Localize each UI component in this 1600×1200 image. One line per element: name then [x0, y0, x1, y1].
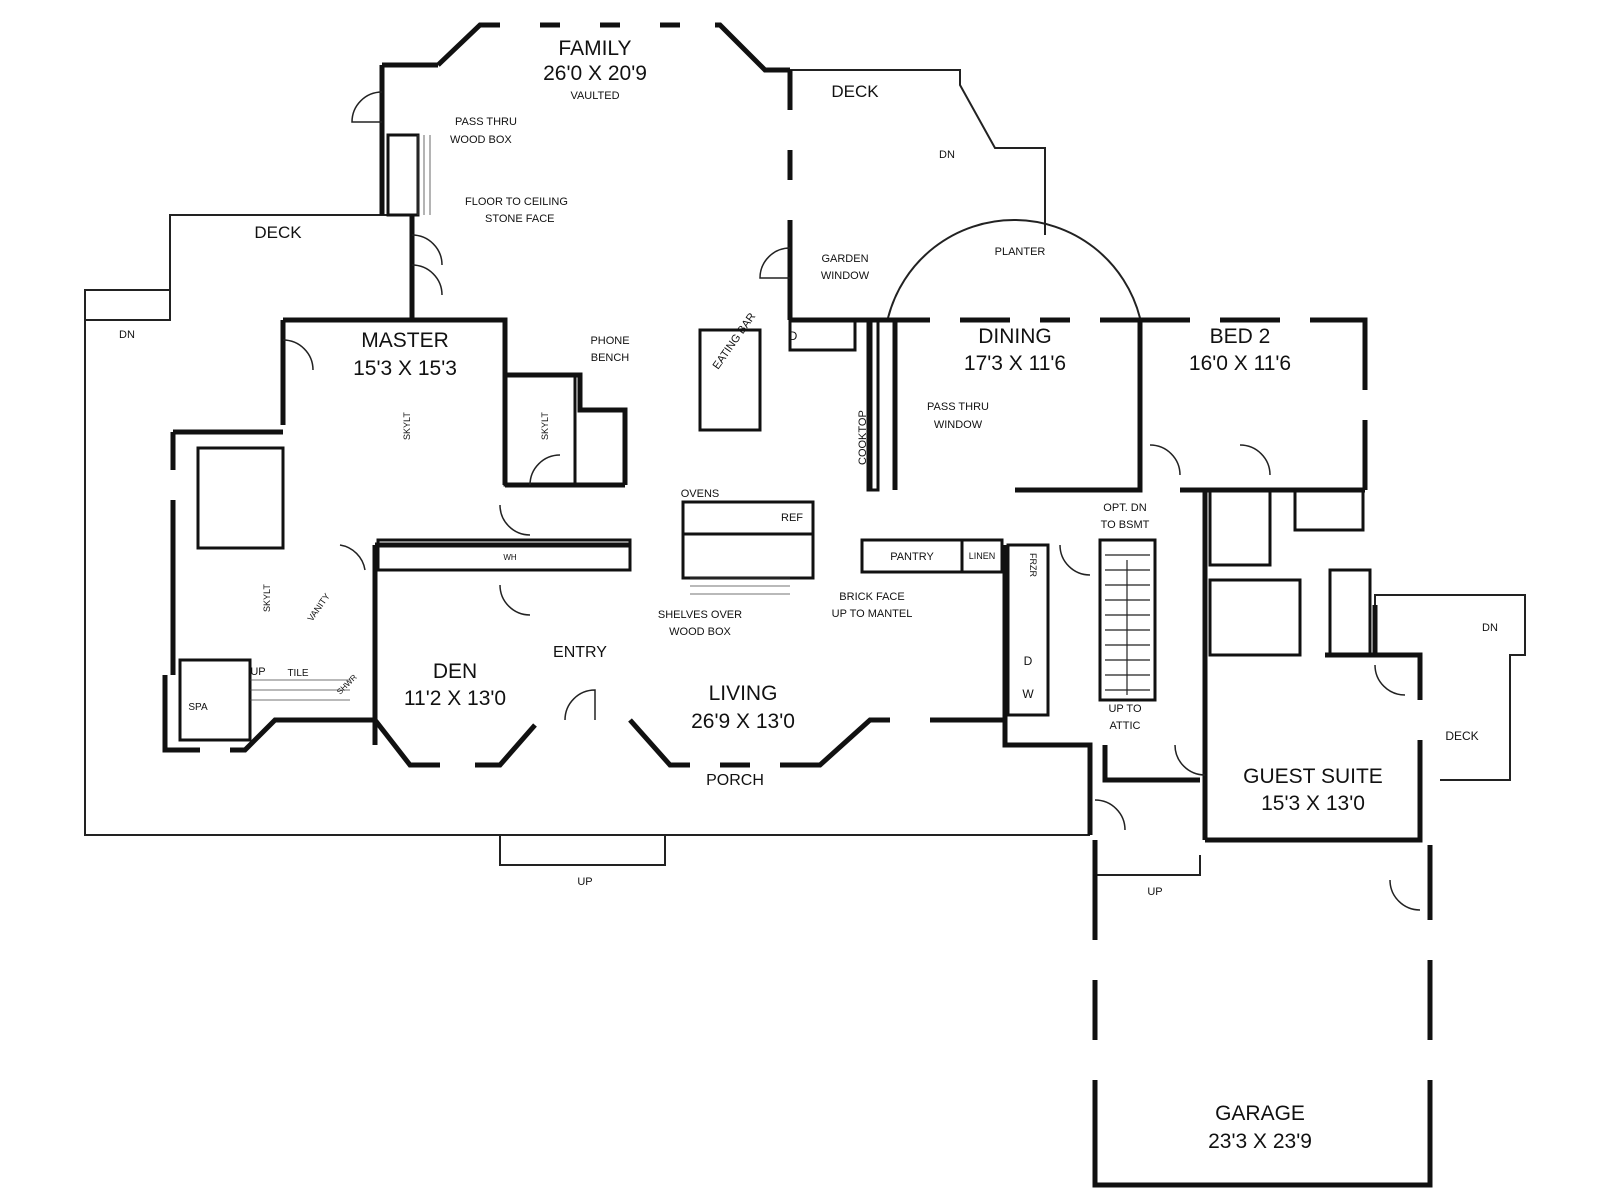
- pass-thru-window-note-2: WINDOW: [934, 419, 983, 431]
- up-garage-note: UP: [1147, 886, 1162, 898]
- spa-note: SPA: [188, 702, 208, 713]
- entry-label: ENTRY: [553, 644, 607, 661]
- living-dims: 26'9 X 13'0: [691, 710, 795, 733]
- bed2-dims: 16'0 X 11'6: [1189, 352, 1291, 375]
- dining-label: DINING: [978, 325, 1052, 348]
- guest-suite-label: GUEST SUITE: [1243, 765, 1383, 788]
- master-label: MASTER: [361, 329, 449, 352]
- guest-suite-dims: 15'3 X 13'0: [1261, 792, 1365, 815]
- pass-thru-window-note-1: PASS THRU: [927, 401, 989, 413]
- dn-top-deck-note: DN: [939, 149, 955, 161]
- opt-dn-note-2: TO BSMT: [1101, 519, 1150, 531]
- tile-hatch: [250, 135, 790, 701]
- bed2-label: BED 2: [1210, 325, 1271, 348]
- wh-note: WH: [503, 553, 517, 562]
- window-marks: [170, 22, 1433, 1080]
- eating-bar-note: EATING BAR: [711, 311, 759, 372]
- family-vaulted: VAULTED: [570, 90, 619, 102]
- shelves-over-note-1: SHELVES OVER: [658, 609, 742, 621]
- up-to-attic-note-1: UP TO: [1108, 703, 1141, 715]
- dn-right-deck-note: DN: [1482, 622, 1498, 634]
- frzr-note: FRZR: [1028, 553, 1038, 577]
- ref-note: REF: [781, 512, 803, 524]
- pass-thru-wood-box-note-2: WOOD BOX: [450, 134, 512, 146]
- stairs: [1105, 554, 1150, 695]
- skylt-hall-note: SKYLT: [540, 412, 550, 440]
- up-to-attic-note-2: ATTIC: [1110, 720, 1141, 732]
- family-label: FAMILY: [558, 37, 631, 60]
- vanity-note: VANITY: [305, 591, 331, 623]
- phone-bench-note-1: PHONE: [590, 335, 629, 347]
- up-porch-note: UP: [577, 876, 592, 888]
- shwr-note: SHWR: [335, 673, 359, 697]
- living-label: LIVING: [709, 682, 778, 705]
- deck-top-label: DECK: [831, 82, 879, 101]
- shelves-over-note-2: WOOD BOX: [669, 626, 731, 638]
- opt-dn-note-1: OPT. DN: [1103, 502, 1146, 514]
- garden-window-note-1: GARDEN: [821, 253, 868, 265]
- dryer-note: D: [1024, 654, 1033, 668]
- master-dims: 15'3 X 15'3: [353, 357, 457, 380]
- up-bath-note: UP: [250, 666, 265, 678]
- dining-dims: 17'3 X 11'6: [964, 352, 1066, 375]
- dishwasher-note: D: [789, 329, 798, 343]
- garden-window-note-2: WINDOW: [821, 270, 870, 282]
- garage-label: GARAGE: [1215, 1102, 1305, 1125]
- den-label: DEN: [433, 660, 477, 683]
- brick-face-note-2: UP TO MANTEL: [832, 608, 913, 620]
- brick-face-note-1: BRICK FACE: [839, 591, 904, 603]
- skylt-bath-note: SKYLT: [262, 584, 272, 612]
- pantry-note: PANTRY: [890, 551, 934, 563]
- deck-porch-outlines: [84, 69, 1526, 876]
- cooktop-note: COOKTOP: [857, 410, 869, 465]
- phone-bench-note-2: BENCH: [591, 352, 630, 364]
- family-dims: 26'0 X 20'9: [543, 62, 647, 85]
- skylt-master-note: SKYLT: [402, 412, 412, 440]
- linen-note: LINEN: [969, 551, 996, 561]
- deck-left-label: DECK: [254, 223, 302, 242]
- garage-dims: 23'3 X 23'9: [1208, 1130, 1312, 1153]
- porch-label: PORCH: [706, 772, 764, 789]
- floor-to-ceiling-note-2: STONE FACE: [485, 213, 554, 225]
- exterior-walls: [162, 22, 1433, 1188]
- den-dims: 11'2 X 13'0: [404, 687, 506, 710]
- dn-left-deck-note: DN: [119, 329, 135, 341]
- deck-right-label: DECK: [1445, 729, 1478, 743]
- door-swings: [282, 91, 1421, 911]
- pass-thru-wood-box-note-1: PASS THRU: [455, 116, 517, 128]
- floor-to-ceiling-note-1: FLOOR TO CEILING: [465, 196, 568, 208]
- ovens-note: OVENS: [681, 488, 720, 500]
- tile-note: TILE: [287, 668, 308, 679]
- interior-walls: [178, 133, 1372, 742]
- planter-note: PLANTER: [995, 246, 1046, 258]
- washer-note: W: [1022, 687, 1034, 701]
